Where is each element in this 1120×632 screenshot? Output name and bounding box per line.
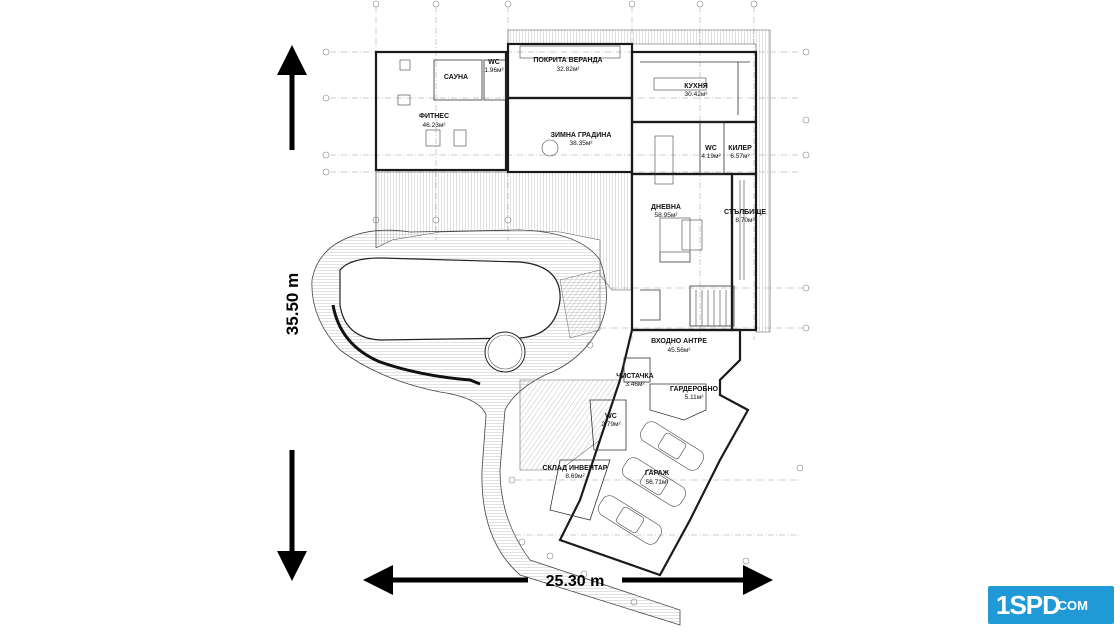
room-veranda-name: ПОКРИТА ВЕРАНДА	[533, 57, 602, 64]
room-kitchen-name: КУХНЯ	[684, 83, 708, 90]
room-storage-area: 8.69м²	[565, 473, 585, 480]
room-living-name: ДНЕВНА	[651, 204, 681, 211]
room-entrance-name: ВХОДНО АНТРЕ	[651, 338, 707, 345]
furniture	[397, 45, 745, 326]
room-wc-top-area: 1.96м²	[484, 67, 504, 74]
room-cleaning-area: 3.46м²	[625, 381, 645, 388]
room-fitness-name: ФИТНЕС	[419, 113, 449, 120]
horizontal-dimension-label: 25.30 m	[546, 573, 605, 590]
room-winter-garden-area: 38.35м²	[570, 140, 594, 147]
logo-main-text: 1SPD	[996, 590, 1061, 620]
room-wc-mid-name: WC	[705, 145, 717, 152]
room-veranda-area: 32.82м²	[557, 66, 581, 73]
room-labels: САУНА WC 1.96м² ПОКРИТА ВЕРАНДА 32.82м² …	[419, 57, 766, 486]
site-logo: 1SPD .COM	[988, 586, 1114, 624]
room-wc-low-name: WC	[605, 413, 617, 420]
room-entrance-area: 45.56м²	[668, 347, 692, 354]
dimension-arrows	[277, 45, 773, 595]
building-walls	[374, 42, 758, 332]
room-cleaning-name: ЧИСТАЧКА	[616, 373, 653, 380]
room-staircase-name: СТЪЛБИЩЕ	[724, 209, 766, 216]
room-storage-name: СКЛАД ИНВЕНТАР	[543, 465, 608, 472]
room-wardrobe-area: 5.11м²	[685, 394, 705, 401]
room-wardrobe-name: ГАРДЕРОБНО	[670, 386, 719, 393]
room-kitchen-area: 30.42м²	[685, 91, 709, 98]
garage-cars	[598, 421, 704, 545]
room-winter-garden-name: ЗИМНА ГРАДИНА	[551, 132, 612, 139]
room-wc-low-area: 2.79м²	[601, 421, 621, 428]
logo-background	[988, 586, 1114, 624]
room-sauna-name: САУНА	[444, 74, 468, 81]
room-living-area: 58.95м²	[655, 212, 679, 219]
room-pantry-name: КИЛЕР	[728, 145, 752, 152]
room-garage-name: ГАРАЖ	[645, 470, 670, 477]
vertical-dimension-label: 35.50 m	[283, 273, 302, 335]
room-wc-top-name: WC	[488, 59, 500, 66]
room-garage-area: 56.71м²	[646, 479, 670, 486]
room-wc-mid-area: 4.19м²	[701, 153, 721, 160]
room-fitness-area: 46.23м²	[423, 122, 447, 129]
logo-suffix-text: .COM	[1054, 598, 1088, 613]
room-pantry-area: 6.57м²	[730, 153, 750, 160]
terrace-area	[311, 29, 771, 626]
room-staircase-area: 8.70м²	[735, 217, 755, 224]
